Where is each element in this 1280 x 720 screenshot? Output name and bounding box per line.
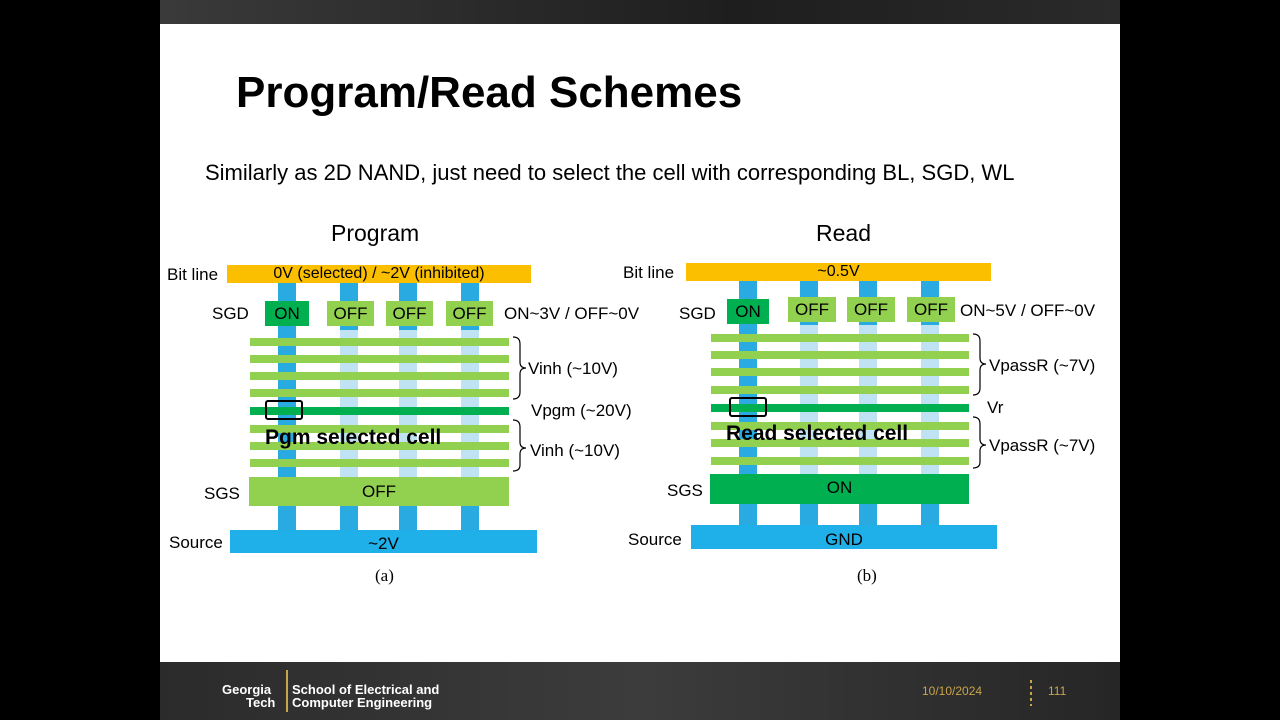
footer-date: 10/10/2024 <box>922 684 983 698</box>
school-name-line1: School of Electrical and <box>292 682 440 697</box>
read-source-value: GND <box>825 530 863 549</box>
read-sgd-box-2 <box>788 297 836 322</box>
read-sgd-note: ON~5V / OFF~0V <box>960 301 1096 320</box>
program-wordline <box>250 338 509 346</box>
program-sgd-box-2 <box>327 301 374 326</box>
read-sgs-value: ON <box>826 478 853 497</box>
program-wordline <box>250 355 509 363</box>
program-sgs-value: OFF <box>362 482 396 501</box>
read-source-bar <box>691 525 997 549</box>
slide-footer <box>160 662 1120 720</box>
read-wordline <box>711 351 969 359</box>
read-channel-2-inhibited <box>800 325 818 475</box>
program-channel-3-inhibited <box>399 330 417 478</box>
program-caption: (a) <box>375 566 394 585</box>
read-sgd-state-4: OFF <box>914 300 948 319</box>
read-bitline-bar <box>686 263 991 281</box>
logo-divider <box>286 670 288 712</box>
program-source-bar <box>230 530 537 553</box>
read-selected-wordline <box>711 404 969 412</box>
program-source-label: Source <box>169 533 223 552</box>
read-lower-wl-label: VpassR (~7V) <box>989 436 1096 455</box>
program-sgd-state-4: OFF <box>452 304 487 323</box>
program-channel-4-inhibited <box>461 330 479 478</box>
window-top-bar <box>160 0 1120 24</box>
program-sgd-state-3: OFF <box>392 304 427 323</box>
read-bitline-label: Bit line <box>623 263 675 282</box>
program-heading: Program <box>331 220 420 246</box>
footer-dotted-separator <box>1030 680 1032 706</box>
program-sgd-box-1 <box>265 301 309 326</box>
read-sgd-box-1 <box>727 299 769 324</box>
program-sgd-note: ON~3V / OFF~0V <box>504 304 640 323</box>
read-upper-wl-label: VpassR (~7V) <box>989 356 1096 375</box>
program-bitline-value: 0V (selected) / ~2V (inhibited) <box>273 265 485 282</box>
school-name-line2: Computer Engineering <box>292 695 433 710</box>
read-sgd-state-3: OFF <box>854 300 888 319</box>
read-wordline <box>711 457 969 465</box>
program-sgd-state-2: OFF <box>333 304 368 323</box>
read-sgs-label: SGS <box>667 481 703 500</box>
program-lower-wl-label: Vinh (~10V) <box>530 441 620 460</box>
read-bitline-value: ~0.5V <box>817 263 860 280</box>
program-wordline <box>250 372 509 380</box>
read-source-label: Source <box>628 530 682 549</box>
program-bitline-label: Bit line <box>167 265 219 284</box>
read-sgs-bar <box>710 474 969 504</box>
program-wordline <box>250 459 509 467</box>
program-sgd-box-4 <box>446 301 493 326</box>
read-selected-cell-box <box>729 397 767 417</box>
read-heading: Read <box>816 220 871 246</box>
program-selected-wordline <box>250 407 509 415</box>
read-wordline <box>711 368 969 376</box>
program-source-value: ~2V <box>368 534 399 553</box>
read-sgd-box-4 <box>907 297 955 322</box>
program-channel-2-inhibited <box>340 330 358 478</box>
read-caption: (b) <box>857 566 877 585</box>
program-sgd-label: SGD <box>212 304 249 323</box>
read-channel-3-inhibited <box>859 325 877 475</box>
program-wordline <box>250 389 509 397</box>
read-wordline <box>711 439 969 447</box>
read-braces <box>972 333 987 469</box>
read-sgd-state-1: ON <box>735 302 761 321</box>
program-sgs-bar <box>249 477 509 506</box>
read-selected-cell-label: Read selected cell <box>726 422 909 445</box>
program-selected-cell-box <box>265 400 303 420</box>
georgia-tech-logo-line2: Tech <box>246 695 276 710</box>
read-channel-4-inhibited <box>921 325 939 475</box>
program-bitline-bar <box>227 265 531 283</box>
slide-title: Program/Read Schemes <box>236 68 743 117</box>
page-number: 111 <box>1048 684 1067 698</box>
read-wordline <box>711 386 969 394</box>
read-selected-wl-label: Vr <box>987 398 1004 417</box>
read-sgd-box-3 <box>847 297 895 322</box>
program-sgs-label: SGS <box>204 484 240 503</box>
read-wordline <box>711 422 969 430</box>
program-sgd-box-3 <box>386 301 433 326</box>
program-wordline <box>250 442 509 450</box>
program-sgd-state-1: ON <box>274 304 300 323</box>
slide-subtitle: Similarly as 2D NAND, just need to selec… <box>205 160 1015 185</box>
read-wordline <box>711 334 969 342</box>
program-braces <box>512 336 527 472</box>
georgia-tech-logo-line1: Georgia <box>222 682 272 697</box>
program-upper-wl-label: Vinh (~10V) <box>528 359 618 378</box>
program-selected-cell-label: Pgm selected cell <box>265 426 442 449</box>
program-selected-wl-label: Vpgm (~20V) <box>531 401 632 420</box>
read-sgd-label: SGD <box>679 304 716 323</box>
read-sgd-state-2: OFF <box>795 300 829 319</box>
program-wordline <box>250 425 509 433</box>
